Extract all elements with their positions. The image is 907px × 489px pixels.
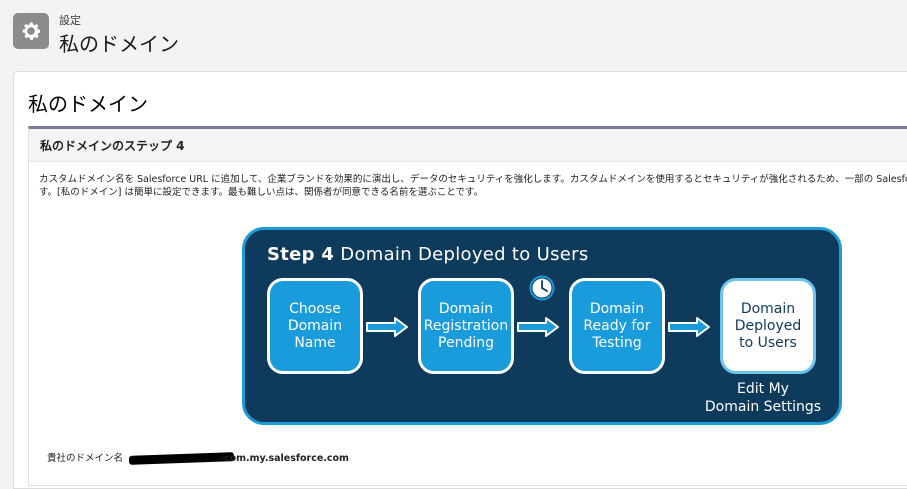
arrow-right-icon xyxy=(366,317,408,337)
edit-domain-settings-link[interactable]: Edit My Domain Settings xyxy=(704,381,822,415)
clock-icon xyxy=(529,275,555,301)
content-card: 私のドメイン 私のドメインのステップ 4 カスタムドメイン名を Salesfor… xyxy=(13,71,907,489)
step-registration-pending: Domain Registration Pending xyxy=(418,278,514,374)
gear-icon-svg xyxy=(22,22,41,40)
description-line-1: カスタムドメイン名を Salesforce URL に追加して、企業ブランドを効… xyxy=(39,174,907,185)
step-choose-domain-name: Choose Domain Name xyxy=(267,278,363,374)
step-header: 私のドメインのステップ 4 xyxy=(29,129,907,162)
domain-name-row: 貴社のドメイン名 -com.my.salesforce.com xyxy=(39,444,907,468)
diagram-title-text: Domain Deployed to Users xyxy=(340,244,589,265)
step-section: 私のドメインのステップ 4 カスタムドメイン名を Salesforce URL … xyxy=(28,126,907,486)
step-description: カスタムドメイン名を Salesforce URL に追加して、企業ブランドを効… xyxy=(39,173,907,199)
page-title: 私のドメイン xyxy=(59,32,179,56)
step-ready-for-testing: Domain Ready for Testing xyxy=(569,278,665,374)
domain-steps-diagram: Step 4 Domain Deployed to Users Choose D… xyxy=(242,227,842,425)
step-deployed-to-users: Domain Deployed to Users xyxy=(720,278,816,374)
domain-name-suffix: -com.my.salesforce.com xyxy=(220,453,349,464)
redacted-domain-value xyxy=(129,452,235,465)
page-header: 設定 私のドメイン xyxy=(0,0,907,62)
domain-name-label: 貴社のドメイン名 xyxy=(47,453,124,464)
arrow-right-icon xyxy=(517,317,559,337)
description-line-2: す。[私のドメイン] は簡単に設定できます。最も難しい点は、関係者が同意できる名… xyxy=(39,187,484,198)
diagram-title-step: Step 4 xyxy=(267,244,335,265)
card-title: 私のドメイン xyxy=(28,92,148,116)
gear-icon xyxy=(13,13,49,49)
header-eyebrow: 設定 xyxy=(59,14,81,27)
arrow-right-icon xyxy=(668,317,710,337)
diagram-title: Step 4 Domain Deployed to Users xyxy=(267,244,589,265)
